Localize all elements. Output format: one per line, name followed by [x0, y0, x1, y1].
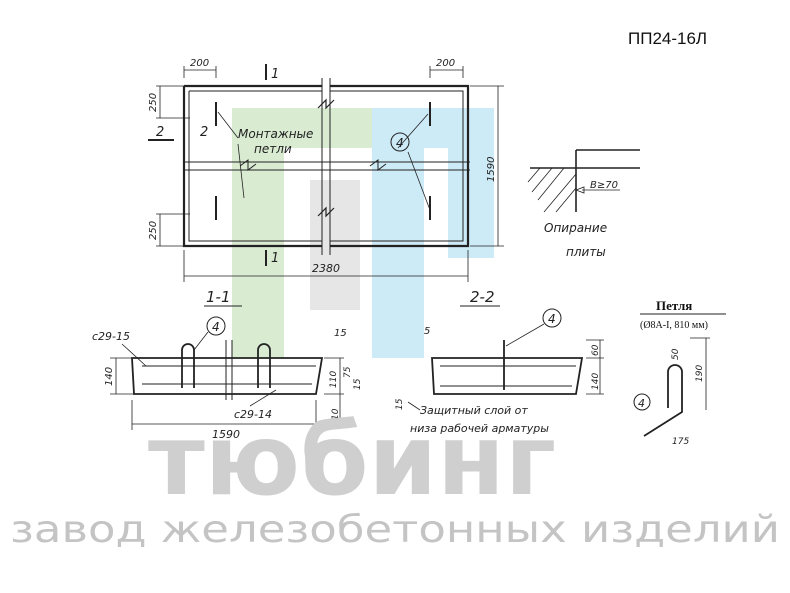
loop-dim-175: 175 [672, 437, 689, 447]
s11-dim-140: 140 [104, 367, 115, 386]
plan-callout-circle [390, 132, 410, 152]
s11-dim-10: 10 [331, 408, 341, 420]
section-mark-2-inner: 2 [200, 125, 208, 140]
section-1-1-callout: 4 [212, 320, 220, 334]
dim-width: 1590 [486, 157, 497, 182]
section-mark-bottom: 1 [271, 251, 279, 266]
cover-label-line2: низа рабочей арматуры [410, 422, 549, 435]
section-2-2: 2-2 4 5 60 140 15 Защитный слой от низа … [395, 288, 604, 435]
loops-label-line2: петли [254, 142, 292, 156]
dim-250-bottom: 250 [148, 221, 159, 240]
s11-dim-110: 110 [329, 371, 339, 388]
section-1-1: 1-1 4 с29-15 с29-14 140 1590 15 110 75 1… [92, 288, 363, 441]
plan-view: 4 Монтажные петли 1 1 2 2 200 200 250 25… [148, 58, 504, 282]
section-mark-top: 1 [271, 67, 279, 82]
s11-dim-15: 15 [334, 328, 347, 339]
section-2-2-title: 2-2 [470, 288, 495, 306]
logo-blue-right [448, 108, 494, 258]
support-detail: В≥70 Опирание плиты [527, 149, 640, 259]
support-label-line1: Опирание [544, 221, 607, 235]
dim-200-right: 200 [436, 58, 455, 69]
mesh-bottom-label: с29-14 [234, 408, 272, 421]
loops-label-line1: Монтажные [238, 127, 313, 141]
support-bearing: В≥70 [590, 180, 618, 191]
dim-length: 2380 [312, 262, 340, 275]
s11-dim-15b: 15 [353, 378, 363, 390]
loop-detail: Петля (Ø8А-I, 810 мм) 4 50 190 175 [633, 298, 726, 447]
logo-blue-block [372, 108, 424, 358]
loop-detail-title: Петля [656, 298, 692, 313]
dim-200-left: 200 [190, 58, 209, 69]
section-mark-2-outer: 2 [156, 125, 164, 140]
s22-dim-5: 5 [424, 326, 430, 337]
s22-dim-15: 15 [395, 398, 405, 410]
section-1-1-title: 1-1 [206, 288, 231, 306]
loop-detail-callout: 4 [638, 397, 645, 410]
plan-callout-number: 4 [396, 136, 404, 150]
s22-dim-140: 140 [591, 373, 601, 390]
cover-label-line1: Защитный слой от [420, 404, 528, 417]
s11-dim-1590: 1590 [212, 428, 240, 441]
loop-dim-50: 50 [671, 348, 681, 360]
s22-dim-60: 60 [591, 344, 601, 356]
dim-250-top: 250 [148, 93, 159, 112]
mesh-top-label: с29-15 [92, 330, 130, 343]
watermark-logo [232, 108, 494, 358]
s11-dim-75: 75 [343, 366, 353, 378]
support-label-line2: плиты [566, 245, 606, 259]
drawing-title: ПП24-16Л [628, 29, 707, 48]
logo-green-block [232, 108, 284, 358]
logo-green-bar [232, 108, 382, 148]
section-2-2-callout: 4 [548, 312, 556, 326]
loop-dim-190: 190 [695, 365, 705, 382]
watermark-brand: тюбинг [148, 404, 556, 518]
loop-detail-spec: (Ø8А-I, 810 мм) [640, 320, 708, 331]
watermark-tagline: завод железобетонных изделий [10, 508, 780, 551]
